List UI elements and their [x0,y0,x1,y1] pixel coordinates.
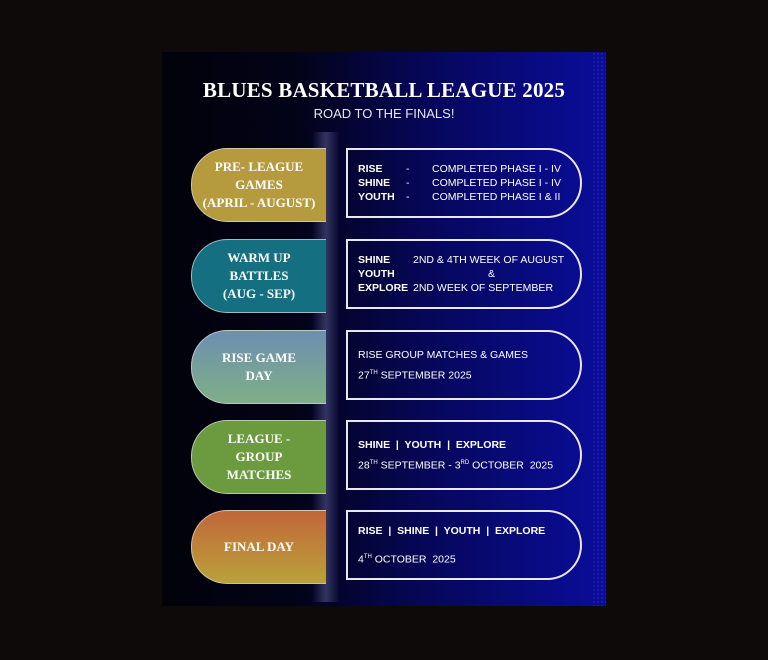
stage-label-line: PRE- LEAGUE [214,159,304,174]
stage-label-line: GAMES [235,177,283,192]
date-suffix: TH [363,553,372,560]
event-date: 4TH OCTOBER 2025 [358,548,570,569]
stage-pill-pre-league: PRE- LEAGUE GAMES (APRIL - AUGUST) [191,148,326,222]
stage-label-line: BATTLES [229,268,289,283]
participating-groups: SHINE | YOUTH | EXPLORE [358,438,507,451]
date-day: 4 [358,553,364,566]
group-name: SHINE [358,254,391,266]
date-suffix: RD [460,459,470,466]
date-suffix: TH [369,369,378,376]
schedule-text: 2ND WEEK OF SEPTEMBER [413,282,554,294]
stage-label-line: WARM UP [227,250,291,265]
timeline-row-league-group: LEAGUE - GROUP MATCHES SHINE | YOUTH | E… [191,420,587,494]
stage-details-card: SHINE | YOUTH | EXPLORE 28TH SEPTEMBER -… [346,420,582,490]
date-suffix: TH [369,459,378,466]
stage-details-card: RISE GROUP MATCHES & GAMES 27TH SEPTEMBE… [346,330,582,400]
date-month-year: OCTOBER 2025 [371,553,456,566]
stage-label-line: FINAL DAY [224,539,294,554]
stage-label-line: LEAGUE - [227,431,291,446]
timeline-row-final-day: FINAL DAY RISE | SHINE | YOUTH | EXPLORE… [191,510,587,584]
stage-label-line: (APRIL - AUGUST) [202,195,316,210]
date-range-mid: SEPTEMBER - 3 [377,459,461,472]
participating-groups: RISE | SHINE | YOUTH | EXPLORE [358,524,546,537]
date-day: 28 [358,459,370,472]
event-date: 28TH SEPTEMBER - 3RD OCTOBER 2025 [358,454,570,475]
stage-label-line: DAY [245,368,273,383]
event-description: RISE GROUP MATCHES & GAMES [358,348,528,361]
group-name: YOUTH [358,268,395,280]
poster-title: BLUES BASKETBALL LEAGUE 2025 [202,78,566,102]
separator: - [406,191,410,203]
stage-label-line: RISE GAME [221,350,297,365]
timeline-row-pre-league: PRE- LEAGUE GAMES (APRIL - AUGUST) RISE … [191,148,587,222]
schedule-text: 2ND & 4TH WEEK OF AUGUST [413,254,565,266]
dot-texture [592,52,606,606]
stage-details-card: SHINE 2ND & 4TH WEEK OF AUGUST YOUTH & E… [346,239,582,309]
stage-pill-league-group: LEAGUE - GROUP MATCHES [191,420,326,494]
date-day: 27 [358,369,370,382]
schedule-text: & [487,268,495,280]
stage-pill-rise-game-day: RISE GAME DAY [191,330,326,404]
group-status: COMPLETED PHASE I - IV [432,177,561,189]
stage-details-card: RISE | SHINE | YOUTH | EXPLORE 4TH OCTOB… [346,510,582,580]
group-status: COMPLETED PHASE I - IV [432,163,561,175]
stage-label-line: MATCHES [226,467,292,482]
stage-pill-final-day: FINAL DAY [191,510,326,584]
timeline-row-warm-up: WARM UP BATTLES (AUG - SEP) SHINE 2ND & … [191,239,587,313]
date-month-year: OCTOBER 2025 [469,459,554,472]
date-month-year: SEPTEMBER 2025 [377,369,472,382]
stage-label-line: GROUP [235,449,283,464]
group-name: YOUTH [358,191,395,203]
league-poster: BLUES BASKETBALL LEAGUE 2025 ROAD TO THE… [162,52,606,606]
stage-pill-warm-up: WARM UP BATTLES (AUG - SEP) [191,239,326,313]
poster-subtitle: ROAD TO THE FINALS! [313,106,455,121]
separator: - [406,163,410,175]
stage-details-card: RISE - COMPLETED PHASE I - IV SHINE - CO… [346,148,582,218]
event-date: 27TH SEPTEMBER 2025 [358,364,570,385]
group-name: EXPLORE [358,282,409,294]
separator: - [406,177,410,189]
group-status: COMPLETED PHASE I & II [432,191,561,203]
stage-label-line: (AUG - SEP) [222,286,296,301]
timeline-row-rise-game-day: RISE GAME DAY RISE GROUP MATCHES & GAMES… [191,330,587,404]
group-name: RISE [358,163,383,175]
group-name: SHINE [358,177,391,189]
